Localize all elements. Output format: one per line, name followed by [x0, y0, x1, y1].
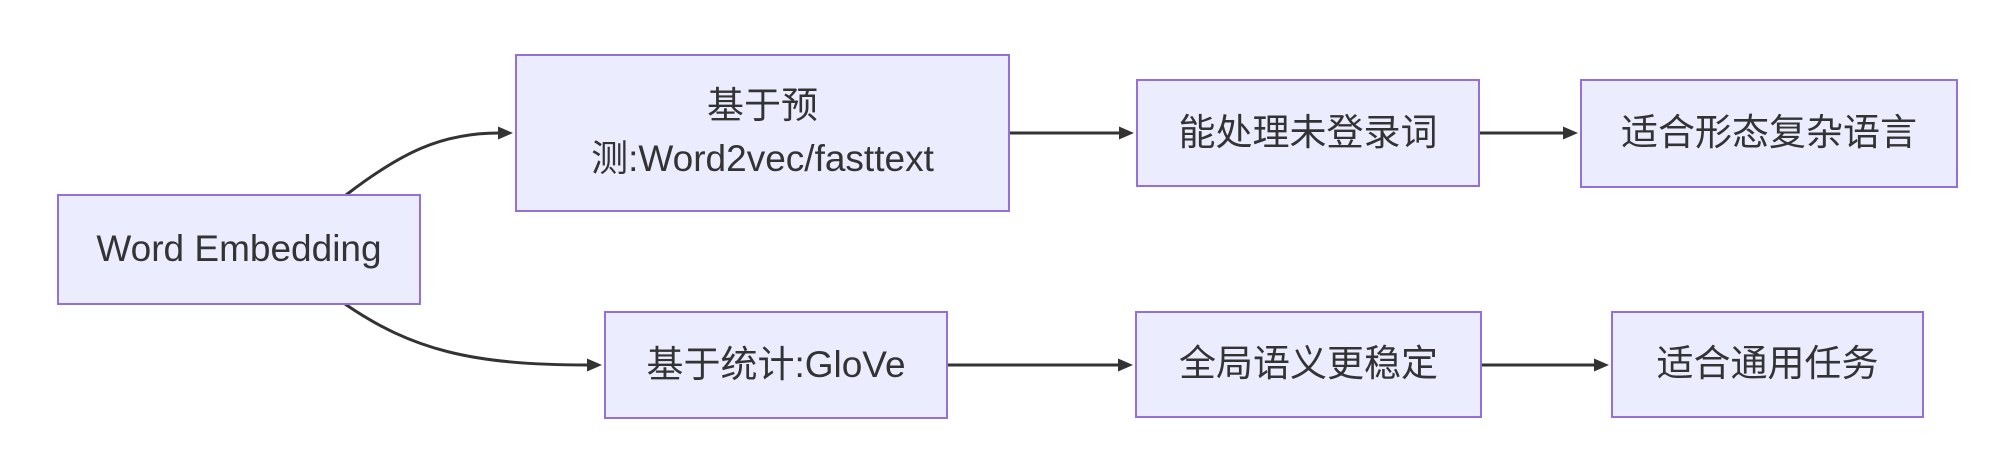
edge-word-embedding-to-statistics [344, 302, 602, 372]
node-word-embedding: Word Embedding [57, 194, 421, 305]
node-statistics-based: 基于统计:GloVe [604, 311, 948, 419]
node-label: 适合通用任务 [1656, 343, 1879, 385]
node-general-tasks: 适合通用任务 [1611, 311, 1924, 418]
node-global-semantics: 全局语义更稳定 [1135, 311, 1482, 418]
node-label: 适合形态复杂语言 [1621, 112, 1917, 154]
node-morph-complex: 适合形态复杂语言 [1580, 79, 1958, 188]
edge-word-embedding-to-prediction [345, 126, 513, 197]
node-label: Word Embedding [96, 228, 382, 270]
node-prediction-based: 基于预 测:Word2vec/fasttext [515, 54, 1010, 212]
node-label: 基于统计:GloVe [646, 343, 906, 385]
node-handles-oov: 能处理未登录词 [1136, 79, 1480, 187]
node-label: 基于预 测:Word2vec/fasttext [591, 85, 934, 179]
node-label: 全局语义更稳定 [1179, 343, 1438, 385]
node-label: 能处理未登录词 [1178, 111, 1438, 153]
